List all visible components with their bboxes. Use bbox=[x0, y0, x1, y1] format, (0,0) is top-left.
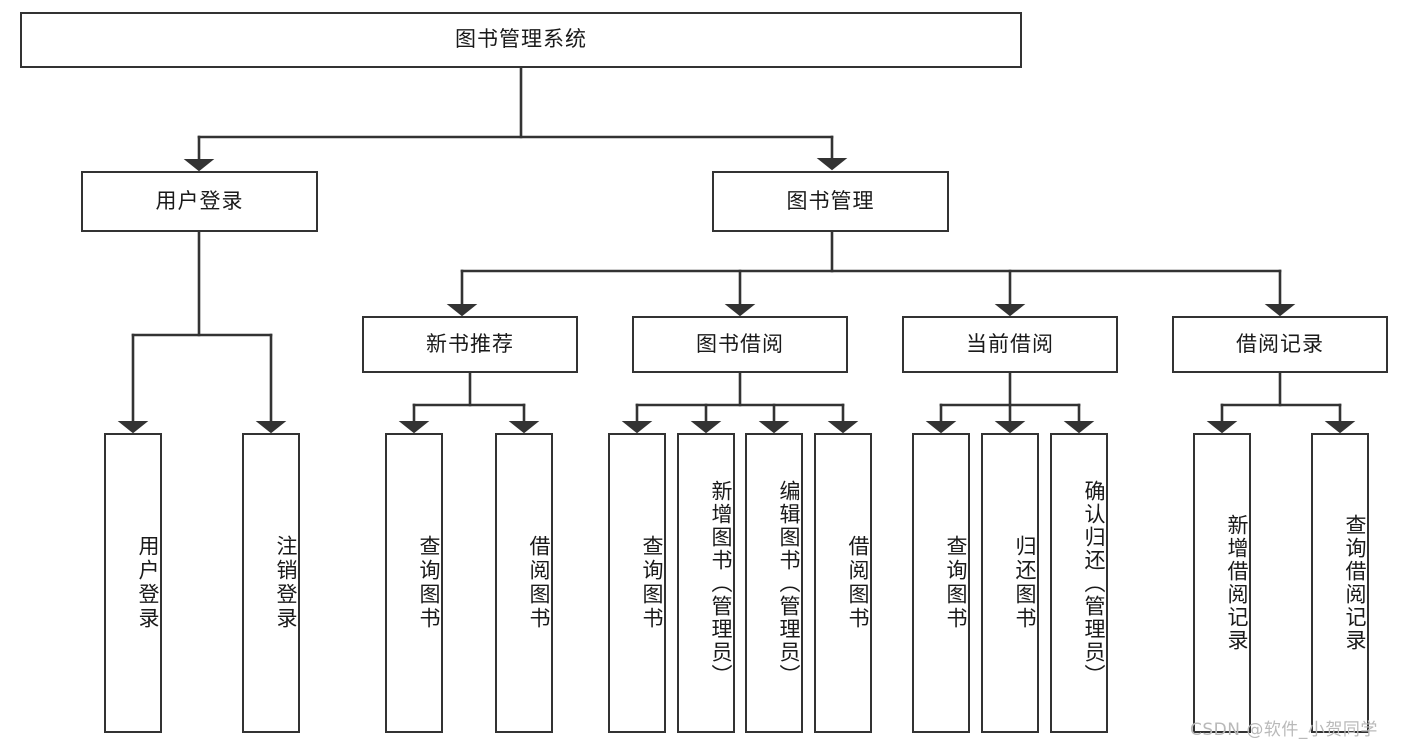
node-book-manage[interactable]: 图书管理 bbox=[712, 171, 949, 232]
node-current-borrow-label: 当前借阅 bbox=[966, 331, 1054, 356]
node-leaf-query-book-2-label: 查询图书 bbox=[640, 535, 664, 631]
node-new-book-rec[interactable]: 新书推荐 bbox=[362, 316, 578, 373]
node-leaf-query-record-label: 查询借阅记录 bbox=[1343, 514, 1367, 652]
node-new-book-rec-label: 新书推荐 bbox=[426, 331, 514, 356]
node-leaf-user-login[interactable]: 用户登录 bbox=[104, 433, 162, 733]
node-leaf-confirm-return[interactable]: 确认归还（管理员） bbox=[1050, 433, 1108, 733]
node-book-manage-label: 图书管理 bbox=[786, 188, 875, 213]
node-leaf-borrow-book-1[interactable]: 借阅图书 bbox=[495, 433, 553, 733]
node-leaf-confirm-return-label: 确认归还（管理员） bbox=[1082, 479, 1106, 687]
node-leaf-logout-label: 注销登录 bbox=[274, 535, 298, 631]
node-leaf-logout[interactable]: 注销登录 bbox=[242, 433, 300, 733]
node-leaf-query-book-1[interactable]: 查询图书 bbox=[385, 433, 443, 733]
node-leaf-query-book-3-label: 查询图书 bbox=[944, 535, 968, 631]
node-leaf-query-book-2[interactable]: 查询图书 bbox=[608, 433, 666, 733]
node-leaf-user-login-label: 用户登录 bbox=[136, 535, 160, 631]
node-leaf-edit-book-label: 编辑图书（管理员） bbox=[777, 479, 801, 687]
node-leaf-borrow-book-2[interactable]: 借阅图书 bbox=[814, 433, 872, 733]
node-leaf-add-book[interactable]: 新增图书（管理员） bbox=[677, 433, 735, 733]
node-leaf-add-book-label: 新增图书（管理员） bbox=[709, 479, 733, 687]
node-book-borrow-label: 图书借阅 bbox=[696, 331, 784, 356]
node-leaf-borrow-book-1-label: 借阅图书 bbox=[527, 535, 551, 631]
node-borrow-record-label: 借阅记录 bbox=[1236, 331, 1324, 356]
node-leaf-add-record[interactable]: 新增借阅记录 bbox=[1193, 433, 1251, 733]
node-user-login-label: 用户登录 bbox=[155, 188, 244, 213]
node-leaf-return-book[interactable]: 归还图书 bbox=[981, 433, 1039, 733]
node-leaf-edit-book[interactable]: 编辑图书（管理员） bbox=[745, 433, 803, 733]
node-borrow-record[interactable]: 借阅记录 bbox=[1172, 316, 1388, 373]
node-current-borrow[interactable]: 当前借阅 bbox=[902, 316, 1118, 373]
node-root[interactable]: 图书管理系统 bbox=[20, 12, 1022, 68]
node-leaf-query-book-1-label: 查询图书 bbox=[417, 535, 441, 631]
node-root-label: 图书管理系统 bbox=[455, 27, 587, 52]
node-book-borrow[interactable]: 图书借阅 bbox=[632, 316, 848, 373]
node-leaf-add-record-label: 新增借阅记录 bbox=[1225, 514, 1249, 652]
node-user-login[interactable]: 用户登录 bbox=[81, 171, 318, 232]
csdn-watermark: CSDN @软件_小贺同学 bbox=[1190, 720, 1378, 740]
node-leaf-borrow-book-2-label: 借阅图书 bbox=[846, 535, 870, 631]
node-leaf-query-book-3[interactable]: 查询图书 bbox=[912, 433, 970, 733]
node-leaf-return-book-label: 归还图书 bbox=[1013, 535, 1037, 631]
node-leaf-query-record[interactable]: 查询借阅记录 bbox=[1311, 433, 1369, 733]
